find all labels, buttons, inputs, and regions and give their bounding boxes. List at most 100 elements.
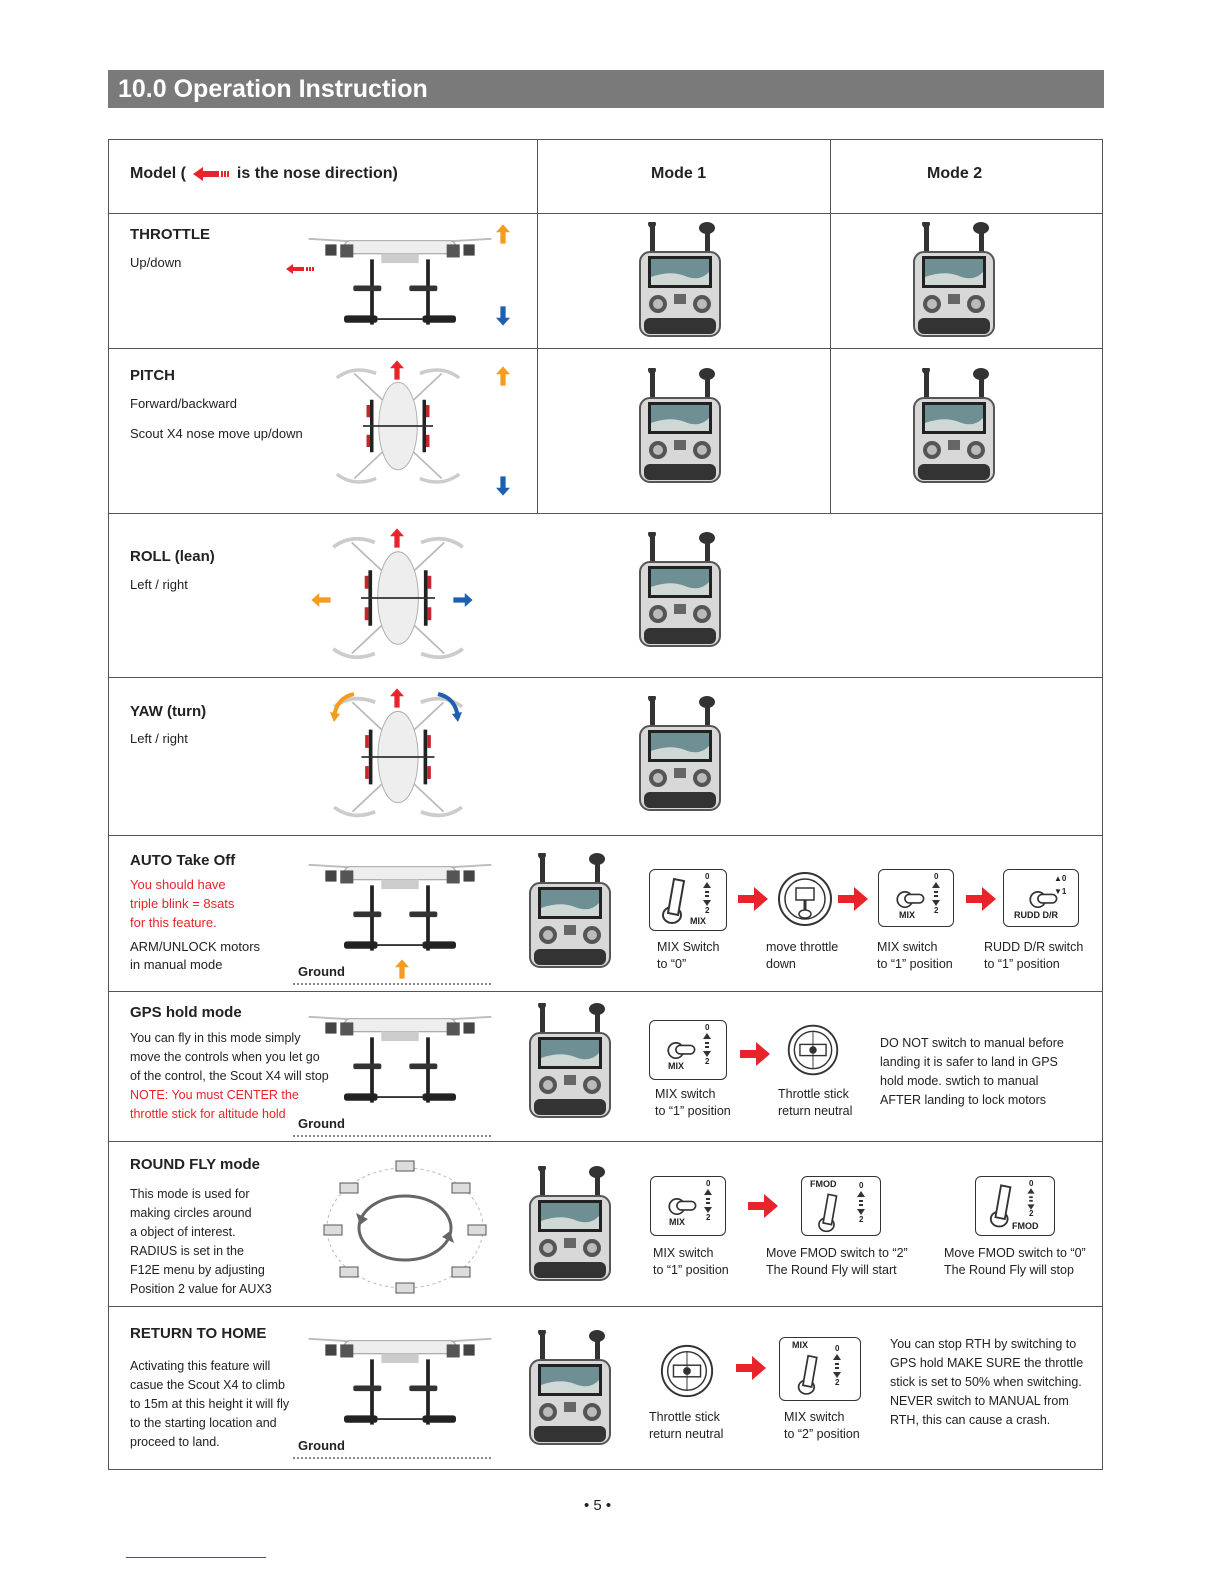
- transmitter-image: [520, 1003, 620, 1123]
- model-header-prefix: Model (: [130, 165, 186, 182]
- up-arrow-icon: [496, 224, 510, 244]
- step-caption: Move FMOD switch to “2”The Round Fly wil…: [766, 1246, 908, 1277]
- throttle-stick-icon: [658, 1342, 716, 1400]
- mix-switch-icon: 0 2 MIX: [650, 1176, 726, 1236]
- transmitter-image: [630, 222, 730, 342]
- mix-switch-icon: 0 2 MIX: [878, 869, 954, 927]
- transmitter-image: [630, 696, 730, 816]
- transmitter-image: [630, 368, 730, 488]
- transmitter-image: [904, 368, 1004, 488]
- nose-up-arrow-icon: [390, 686, 404, 710]
- rudd-switch-icon: ▲0 ▼1 RUDD D/R: [1003, 869, 1079, 927]
- drone-side-image: [305, 848, 495, 960]
- mix-switch-icon: 0 2 MIX: [649, 869, 727, 931]
- row-divider: [108, 991, 1103, 992]
- down-arrow-icon: [496, 476, 510, 496]
- up-arrow-icon: [395, 958, 409, 980]
- roll-desc: Left / right: [130, 577, 188, 592]
- throttle-stick-icon: [778, 872, 832, 926]
- throttle-title: THROTTLE: [130, 226, 210, 243]
- drone-side-image: [305, 1322, 495, 1434]
- row-divider: [108, 213, 1103, 214]
- round-fly-orbit-image: [323, 1160, 487, 1294]
- page-number: • 5 •: [584, 1497, 612, 1514]
- yaw-title: YAW (turn): [130, 703, 207, 720]
- fmod-switch-icon: FMOD 0 2: [801, 1176, 881, 1236]
- ground-label: Ground: [298, 1438, 345, 1453]
- transmitter-image: [520, 1166, 620, 1286]
- pitch-desc-1: Forward/backward: [130, 396, 237, 411]
- row-divider: [108, 1141, 1103, 1142]
- round-title: ROUND FLY mode: [130, 1156, 261, 1173]
- red-arrow-icon: [740, 1042, 770, 1066]
- row-divider: [108, 835, 1103, 836]
- nose-up-arrow-icon: [390, 526, 404, 550]
- auto-title: AUTO Take Off: [130, 852, 236, 869]
- ground-line: [293, 983, 493, 985]
- fmod-switch-icon: 0 2 FMOD: [975, 1176, 1055, 1236]
- right-arrow-icon: [453, 593, 473, 607]
- mix-switch-icon: MIX 0 2: [779, 1337, 861, 1401]
- rotate-right-arrow-icon: [437, 692, 462, 722]
- throttle-desc: Up/down: [130, 255, 182, 270]
- up-arrow-icon: [496, 366, 510, 386]
- row-divider: [108, 348, 1103, 349]
- mode1-header: Mode 1: [651, 165, 707, 182]
- row-divider: [108, 1306, 1103, 1307]
- transmitter-image: [520, 853, 620, 973]
- ground-line: [293, 1457, 493, 1459]
- left-arrow-icon: [311, 593, 331, 607]
- red-arrow-icon: [966, 887, 996, 911]
- nose-arrow-icon: [193, 166, 230, 181]
- red-arrow-icon: [748, 1194, 778, 1218]
- title-bar: [108, 70, 1104, 108]
- gps-title: GPS hold mode: [130, 1004, 242, 1021]
- model-header-suffix: is the nose direction): [236, 165, 398, 182]
- mode2-header: Mode 2: [927, 165, 983, 182]
- transmitter-image: [630, 532, 730, 652]
- ground-label: Ground: [298, 964, 345, 979]
- auto-desc-2: in manual mode: [130, 957, 223, 972]
- row-divider: [108, 677, 1103, 678]
- nose-up-arrow-icon: [390, 358, 404, 382]
- footer-rule: [126, 1557, 266, 1558]
- rotate-left-arrow-icon: [330, 692, 355, 722]
- red-arrow-icon: [838, 887, 868, 911]
- model-header: Model ( is the nose direction): [130, 165, 398, 183]
- auto-warning-3: for this feature.: [130, 915, 217, 930]
- ground-line: [293, 1135, 493, 1137]
- step-caption: Move FMOD switch to “0”The Round Fly wil…: [944, 1246, 1086, 1277]
- roll-title: ROLL (lean): [130, 548, 215, 565]
- ground-label: Ground: [298, 1116, 345, 1131]
- transmitter-image: [904, 222, 1004, 342]
- auto-warning-1: You should have: [130, 877, 226, 892]
- auto-warning-2: triple blink = 8sats: [130, 896, 235, 911]
- down-arrow-icon: [496, 306, 510, 326]
- pitch-title: PITCH: [130, 367, 175, 384]
- pitch-desc-2: Scout X4 nose move up/down: [130, 426, 303, 441]
- yaw-desc: Left / right: [130, 731, 188, 746]
- col-divider: [830, 139, 831, 514]
- red-arrow-icon: [738, 887, 768, 911]
- rth-title: RETURN TO HOME: [130, 1325, 267, 1342]
- instruction-table: [108, 139, 1103, 1470]
- col-divider: [537, 139, 538, 514]
- transmitter-image: [520, 1330, 620, 1450]
- drone-side-image: [305, 222, 495, 334]
- nose-arrow-icon: [286, 264, 314, 274]
- throttle-stick-icon: [785, 1022, 841, 1078]
